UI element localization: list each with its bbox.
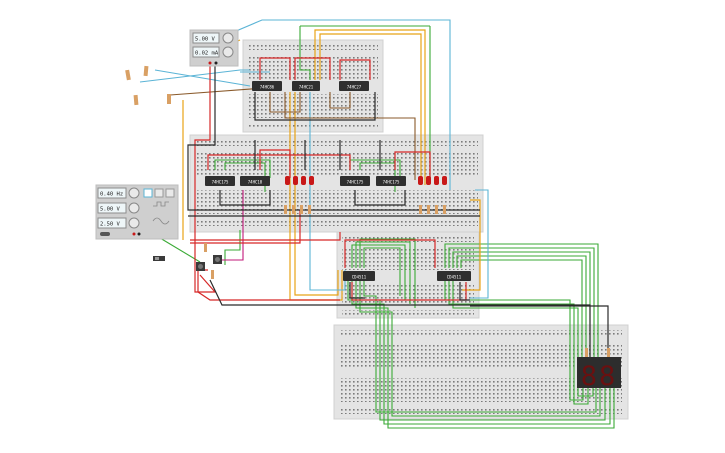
display-digits: 88 <box>581 361 618 392</box>
power-current-readout: 0.02 mA <box>195 51 219 57</box>
chip-label: CD4511 <box>447 275 462 280</box>
led-group-right[interactable] <box>418 176 447 185</box>
chip-top-3[interactable]: 74HC27 <box>339 81 369 91</box>
chip-low-2[interactable]: CD4511 <box>437 271 471 281</box>
offset-knob[interactable] <box>128 217 140 229</box>
chip-label: CD4511 <box>352 275 367 280</box>
resistors-mid-right[interactable] <box>419 205 446 214</box>
positive-terminal[interactable] <box>208 61 212 65</box>
chip-label: 74HC175 <box>383 180 400 185</box>
seven-segment-display[interactable]: 88 <box>577 357 621 392</box>
push-button-1[interactable] <box>196 262 205 271</box>
function-generator[interactable]: 0.40 Hz 5.00 V 2.50 V <box>95 184 179 240</box>
square-wave-icon <box>153 201 169 207</box>
resistors-loose-left[interactable] <box>125 65 214 279</box>
push-button-2[interactable] <box>213 255 222 264</box>
generator-power-switch[interactable] <box>100 232 110 236</box>
chip-label: 74HC21 <box>299 85 314 90</box>
generator-negative-terminal[interactable] <box>137 232 141 236</box>
voltage-knob[interactable] <box>222 32 234 44</box>
amplitude-knob[interactable] <box>128 202 140 214</box>
frequency-knob[interactable] <box>128 187 140 199</box>
chip-top-1[interactable]: 74HC86 <box>252 81 282 91</box>
sine-wave-icon <box>152 217 170 225</box>
offset-readout: 2.50 V <box>100 222 121 228</box>
chip-low-1[interactable]: CD4511 <box>343 271 375 281</box>
amplitude-readout: 5.00 V <box>100 207 121 213</box>
chip-label: 74HC86 <box>260 85 275 90</box>
square-wave-button[interactable] <box>143 188 153 198</box>
chip-mid-3[interactable]: 74HC175 <box>340 176 370 186</box>
wires-red[interactable] <box>190 57 467 301</box>
slide-switch[interactable] <box>153 256 165 261</box>
chip-mid-4[interactable]: 74HC175 <box>376 176 406 186</box>
triangle-wave-button[interactable] <box>154 188 164 198</box>
power-voltage-readout: 5.00 V <box>195 37 216 43</box>
wires-brown[interactable] <box>169 87 416 180</box>
resistors-mid-left[interactable] <box>284 205 311 214</box>
chip-mid-1[interactable]: 74HC175 <box>205 176 235 186</box>
resistors-display[interactable] <box>585 348 610 357</box>
chip-top-2[interactable]: 74HC21 <box>292 81 320 91</box>
generator-positive-terminal[interactable] <box>132 232 136 236</box>
wires-magenta[interactable] <box>218 190 244 261</box>
sine-wave-button[interactable] <box>165 188 175 198</box>
current-knob[interactable] <box>222 46 234 58</box>
chip-label: 74HC27 <box>347 85 362 90</box>
chip-label: 74HC10 <box>248 180 263 185</box>
led-group-left[interactable] <box>285 176 314 185</box>
power-supply[interactable]: 5.00 V 0.02 mA <box>189 29 239 67</box>
negative-terminal[interactable] <box>214 61 218 65</box>
chip-label: 74HC175 <box>347 180 364 185</box>
breadboard-bottom[interactable] <box>333 324 629 420</box>
chip-mid-2[interactable]: 74HC10 <box>240 176 270 186</box>
wires-orange[interactable] <box>182 29 481 301</box>
frequency-readout: 0.40 Hz <box>100 192 123 198</box>
chip-label: 74HC175 <box>212 180 229 185</box>
